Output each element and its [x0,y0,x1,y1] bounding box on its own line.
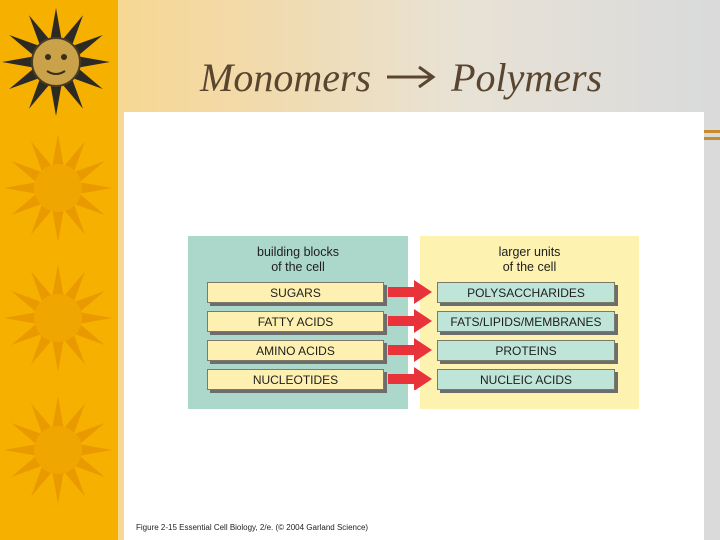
sun-icon [4,264,112,372]
red-arrow-icon [388,367,432,390]
left-heading-line: of the cell [271,260,325,274]
left-heading-line: building blocks [257,245,339,259]
red-arrow-icon [388,280,432,304]
polymer-box-proteins: PROTEINS [437,340,615,361]
red-arrow-icon [388,309,432,333]
right-heading-line: larger units [498,245,561,259]
polymer-box-polysaccharides: POLYSACCHARIDES [437,282,615,303]
figure-image: building blocks of the cell larger units… [124,112,704,540]
right-panel-heading: larger units of the cell [420,245,639,275]
slide-title: Monomers Polymers [200,52,660,102]
conversion-arrows [388,280,432,390]
sun-icon [4,134,112,242]
monomer-box-fatty-acids: FATTY ACIDS [207,311,384,332]
figure-caption: Figure 2-15 Essential Cell Biology, 2/e.… [136,523,369,532]
right-arrow-icon [387,65,436,89]
monomer-box-amino-acids: AMINO ACIDS [207,340,384,361]
title-polymers: Polymers [451,54,603,100]
title-monomers: Monomers [200,54,372,100]
polymer-box-nucleic-acids: NUCLEIC ACIDS [437,369,615,390]
monomer-box-sugars: SUGARS [207,282,384,303]
red-arrow-icon [388,338,432,362]
left-panel-heading: building blocks of the cell [188,245,408,275]
polymer-box-fats-lipids-membranes: FATS/LIPIDS/MEMBRANES [437,311,615,332]
sun-face-icon [2,8,110,116]
decorative-lines [704,130,720,140]
monomer-box-nucleotides: NUCLEOTIDES [207,369,384,390]
sun-decorations [2,8,112,504]
right-heading-line: of the cell [502,260,557,274]
sun-icon [4,396,112,504]
